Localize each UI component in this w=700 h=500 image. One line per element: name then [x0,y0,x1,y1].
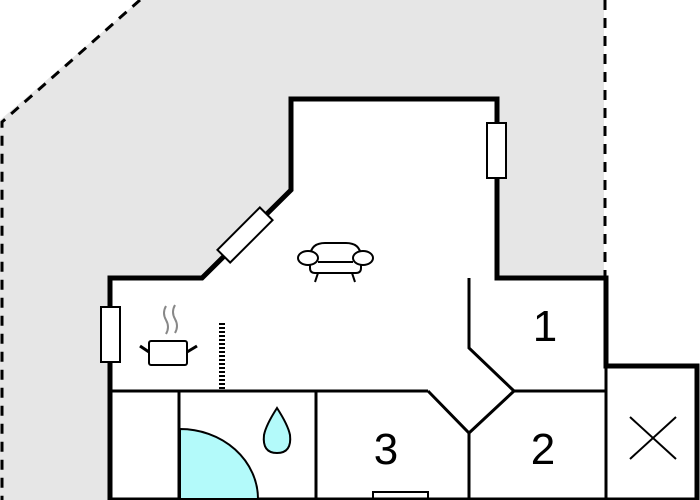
outer-wall [107,96,700,500]
terrace-boundary-dashed [0,0,141,500]
window-diagonal [216,206,274,264]
window-left [100,306,121,363]
sofa-icon [297,242,374,283]
window-right [486,122,507,179]
interior-floor [110,99,697,500]
terrace-area [0,0,604,500]
shower-icon [179,427,260,500]
room-label-3: 3 [374,425,398,474]
room-label-2: 2 [531,425,555,474]
windows [100,122,507,500]
water-drop-icon [262,406,292,455]
cooking-pot-icon [139,304,198,366]
interior-walls [110,278,608,500]
x-mark-icon [629,416,677,460]
room-label-1: 1 [533,302,557,351]
